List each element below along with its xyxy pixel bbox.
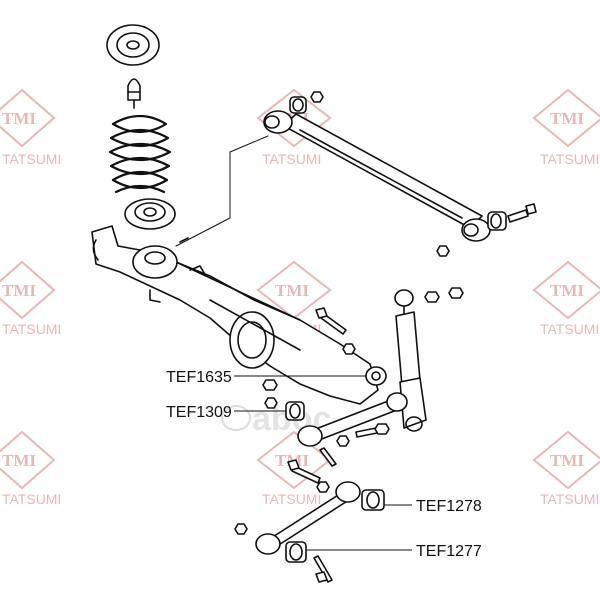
- upper-arm-bushing: [285, 401, 305, 421]
- shock-absorber: [394, 289, 427, 432]
- watermark-left-1: TMI TATSUMI: [0, 88, 61, 167]
- assembly-leader: [175, 135, 269, 247]
- watermark-brand-text: TATSUMI: [540, 321, 599, 337]
- upper-spring-seat: [106, 24, 160, 66]
- watermark-brand-text: TATSUMI: [262, 491, 321, 507]
- watermark-right-1: TMI TATSUMI: [532, 88, 600, 167]
- label-tef1309: TEF1309: [166, 404, 232, 421]
- watermark-left-2: TMI TATSUMI: [0, 260, 61, 337]
- watermark-right-2: TMI TATSUMI: [532, 260, 600, 337]
- watermark-logo-text: TMI: [550, 451, 584, 470]
- lower-arm-bushing-front: [361, 489, 385, 511]
- watermark-right-3: TMI TATSUMI: [532, 430, 600, 507]
- label-tef1277: TEF1277: [416, 543, 482, 560]
- watermark-brand-text: TATSUMI: [2, 321, 61, 337]
- watermark-logo-text: TMI: [2, 451, 36, 470]
- watermark-brand-text: TATSUMI: [540, 491, 599, 507]
- axle-bushing: [365, 366, 387, 386]
- lateral-rod: [263, 110, 491, 242]
- line-art: [91, 24, 537, 583]
- watermark-brand-text: TATSUMI: [262, 151, 321, 167]
- watermark-brand-text: TATSUMI: [2, 491, 61, 507]
- bolts: [234, 307, 390, 583]
- watermark-logo-text: TMI: [275, 281, 309, 300]
- upper-control-arm: [297, 392, 408, 447]
- watermark-brand-text: TATSUMI: [2, 151, 61, 167]
- label-tef1278: TEF1278: [416, 498, 482, 515]
- watermark-layer: TMI TATSUMI TMI TATSUMI TMI TATSUMI TMI …: [0, 88, 600, 507]
- axle-spring-pad: [132, 237, 189, 279]
- watermark-left-3: TMI TATSUMI: [0, 430, 61, 507]
- axle-housing: [91, 225, 379, 405]
- watermark-logo-text: TMI: [550, 109, 584, 128]
- coil-spring: [108, 114, 172, 194]
- lower-spring-seat: [124, 198, 176, 230]
- lateral-rod-bushing-top: [289, 91, 324, 114]
- label-tef1635: TEF1635: [166, 369, 232, 386]
- part-labels: TEF1635 TEF1309 TEF1278 TEF1277: [166, 369, 482, 560]
- watermark-brand-text: TATSUMI: [540, 151, 599, 167]
- leader-lines: [234, 375, 412, 551]
- watermark-logo-text: TMI: [550, 281, 584, 300]
- lateral-rod-bushing-right: [436, 203, 537, 257]
- lower-arm-bushing-rear: [285, 541, 307, 563]
- watermark-logo-text: TMI: [2, 109, 36, 128]
- bump-stop: [127, 78, 141, 109]
- lower-control-arm: [255, 481, 361, 555]
- shock-nuts: [424, 287, 464, 303]
- watermark-logo-text: TMI: [2, 281, 36, 300]
